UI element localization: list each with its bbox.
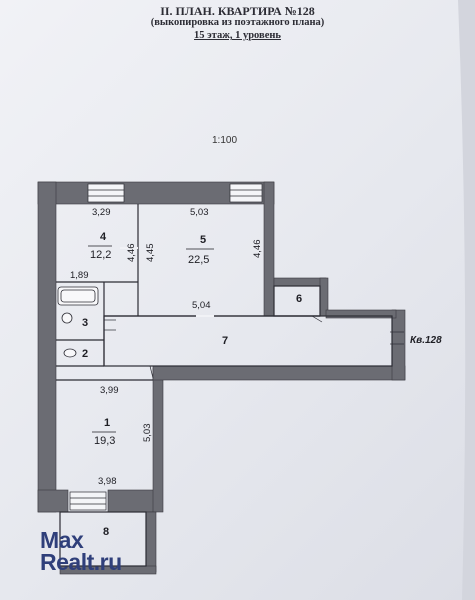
outer-walls xyxy=(37,181,406,575)
room-5-id: 5 xyxy=(200,234,206,246)
dimension-labels: 3,29 5,03 1,89 5,04 3,99 3,98 4,46 4,45 … xyxy=(70,207,263,487)
window-room1 xyxy=(69,491,107,511)
room-labels: 4 12,2 5 22,5 3 2 6 7 1 19,3 8 Кв.128 xyxy=(82,231,442,538)
room-4-area: 12,2 xyxy=(90,249,111,261)
wall-corridor-bottom xyxy=(152,365,406,381)
dim-room1-bottom: 3,98 xyxy=(98,476,117,487)
doors xyxy=(104,247,404,379)
plan-floor-label: 15 этаж, 1 уровень xyxy=(194,30,281,41)
dim-room1-top: 3,99 xyxy=(100,385,119,396)
wall-left xyxy=(37,181,57,513)
room-8-id: 8 xyxy=(103,526,109,538)
room-6-id: 6 xyxy=(296,293,302,305)
wall-bottom-left xyxy=(37,489,69,513)
wall-bottom-mid xyxy=(107,489,157,513)
wall-corridor-right xyxy=(391,309,406,381)
dim-room5-top: 5,03 xyxy=(190,207,209,218)
dim-room5-left: 4,45 xyxy=(145,244,156,263)
room-3-id: 3 xyxy=(82,317,88,329)
room-1-id: 1 xyxy=(104,417,110,429)
apartment-label: Кв.128 xyxy=(410,335,442,346)
window-room5 xyxy=(229,183,263,203)
room-2-id: 2 xyxy=(82,348,88,360)
fixtures xyxy=(57,286,99,358)
room-7-id: 7 xyxy=(222,335,228,347)
plan-title: II. ПЛАН. КВАРТИРА №128 xyxy=(160,4,315,18)
watermark-max: Max xyxy=(40,527,84,553)
scale-label: 1:100 xyxy=(212,135,238,146)
room-5-area: 22,5 xyxy=(188,254,209,266)
watermark-realt: Realt.ru xyxy=(40,549,122,575)
windows xyxy=(69,183,263,511)
wall-room1-right xyxy=(152,367,164,513)
wall-room6-top xyxy=(273,277,327,287)
wall-corridor-top-right xyxy=(325,309,397,319)
room-1-area: 19,3 xyxy=(94,435,115,447)
sheet-edge xyxy=(458,0,475,600)
dim-room1-right: 5,03 xyxy=(142,424,153,443)
window-room4 xyxy=(87,183,125,203)
dim-room4-top: 3,29 xyxy=(92,207,111,218)
room-4-id: 4 xyxy=(100,231,107,243)
plan-subtitle: (выкопировка из поэтажного плана) xyxy=(150,17,325,28)
dim-room4-right: 4,46 xyxy=(126,244,137,263)
dim-room5-right: 4,46 xyxy=(252,240,263,259)
toilet-icon xyxy=(63,348,77,358)
dim-room3-top: 1,89 xyxy=(70,270,89,281)
sink-icon xyxy=(61,312,73,324)
wall-room8-right xyxy=(145,511,157,573)
dim-room5-bottom: 5,04 xyxy=(192,300,211,311)
wall-right-upper xyxy=(263,181,275,317)
